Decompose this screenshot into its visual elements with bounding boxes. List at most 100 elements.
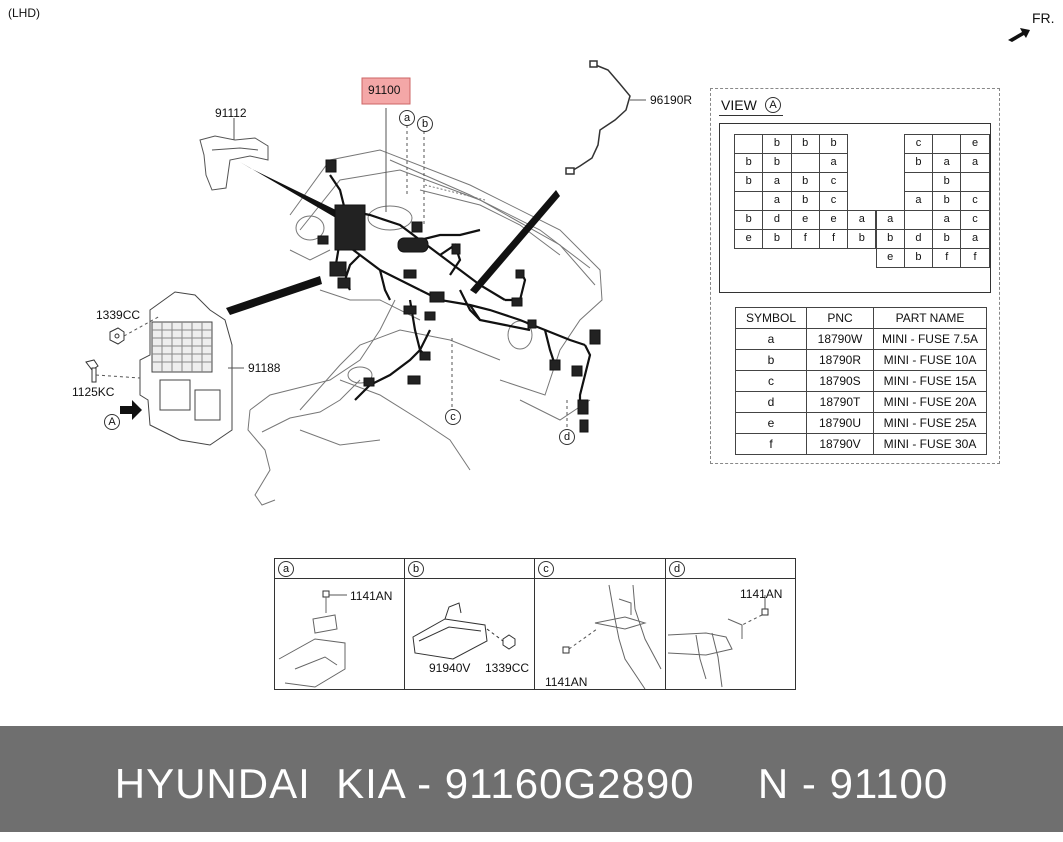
fuse-slot: b [762,229,792,249]
legend-header: PART NAME [873,307,987,329]
detail-c-part-0: 1141AN [545,675,588,689]
label-91188: 91188 [248,361,281,375]
legend-cell: 18790R [806,349,874,371]
detail-a-part-0: 1141AN [350,589,393,603]
fuse-slot: a [932,210,962,230]
legend-cell: c [735,370,807,392]
front-label: FR. [1032,10,1055,26]
fuse-slot: e [960,134,990,154]
legend-header: PNC [806,307,874,329]
fuse-slot: a [932,153,962,173]
detail-a: a 1141AN [275,559,405,689]
fuse-slot: b [790,172,820,192]
fuse-slot: c [960,210,990,230]
fuse-slot: b [790,191,820,211]
detail-d-part-0: 1141AN [740,587,783,601]
antenna-cable-96190R [565,60,631,175]
fuse-slot: f [932,248,962,268]
label-96190R: 96190R [650,93,693,107]
fuse-slot: b [762,153,792,173]
fuse-slot: d [762,210,792,230]
legend-cell: b [735,349,807,371]
fuse-slot [790,153,820,173]
legend-cell: e [735,412,807,434]
fuse-slot [960,172,990,192]
detail-b-marker: b [408,561,424,577]
detail-b: b 91940V 1339CC [405,559,535,689]
legend-cell: f [735,433,807,455]
legend-cell: MINI - FUSE 30A [873,433,987,455]
fuse-slot: b [790,134,820,154]
fuse-slot: b [847,229,877,249]
bracket-91112 [199,135,269,191]
fuse-slot: b [903,153,934,173]
legend-cell: MINI - FUSE 10A [873,349,987,371]
legend-cell: d [735,391,807,413]
fuse-slot [734,191,764,211]
callout-b: b [417,116,433,132]
fuse-slot: c [903,134,934,154]
fuse-slot: b [734,172,764,192]
leader-1339CC [123,315,161,337]
callout-d: d [559,429,575,445]
bolt-1125KC-icon [85,359,99,383]
detail-d-marker: d [669,561,685,577]
fuse-slot: b [932,229,962,249]
detail-a-marker: a [278,561,294,577]
callout-c: c [445,409,461,425]
label-1125KC: 1125KC [72,385,115,399]
view-title-marker: A [765,97,781,113]
variant-label: (LHD) [8,6,40,20]
fuse-slot: b [762,134,792,154]
legend-cell: 18790V [806,433,874,455]
fuse-slot: b [903,248,934,268]
legend-cell: 18790U [806,412,874,434]
junction-block-91188 [139,291,233,446]
label-1339CC: 1339CC [96,308,141,322]
legend-header: SYMBOL [735,307,807,329]
wiring-diagram [85,28,1030,506]
fuse-slot: e [818,210,849,230]
fuse-slot: f [818,229,849,249]
fuse-slot: e [875,248,905,268]
fuse-slot: c [818,191,849,211]
fuse-slot: f [790,229,820,249]
fuse-slot: e [790,210,820,230]
detail-d-drawing [667,595,769,688]
fuse-slot [734,134,764,154]
detail-d-header: d [666,559,795,579]
callout-a: a [399,110,415,126]
detail-d: d 1141AN [666,559,795,689]
detail-b-part-1: 1339CC [485,661,530,675]
detail-a-drawing [278,590,347,688]
detail-c-drawing [562,584,662,689]
detail-c-marker: c [538,561,554,577]
fuse-slot: d [903,229,934,249]
footer-bar: HYUNDAI KIA - 91160G2890 N - 91100 [0,726,1063,832]
fuse-slot [903,172,934,192]
view-title: VIEW [721,97,757,113]
legend-cell: MINI - FUSE 15A [873,370,987,392]
fuse-slot: f [960,248,990,268]
fuse-slot: a [847,210,877,230]
legend-cell: MINI - FUSE 20A [873,391,987,413]
label-91100: 91100 [368,83,401,97]
view-title-underline [719,115,783,116]
detail-strip: a 1141AN b 9194 [274,558,796,690]
detail-c-header: c [535,559,665,579]
callout-wedges [226,162,560,315]
label-91112: 91112 [215,106,247,120]
fuse-slot: b [734,153,764,173]
fuse-slot [903,210,934,230]
wiring-harness [329,174,592,410]
legend-cell: MINI - FUSE 25A [873,412,987,434]
legend-cell: 18790T [806,391,874,413]
view-a-arrow-icon [120,400,142,420]
fuse-slot: a [960,229,990,249]
